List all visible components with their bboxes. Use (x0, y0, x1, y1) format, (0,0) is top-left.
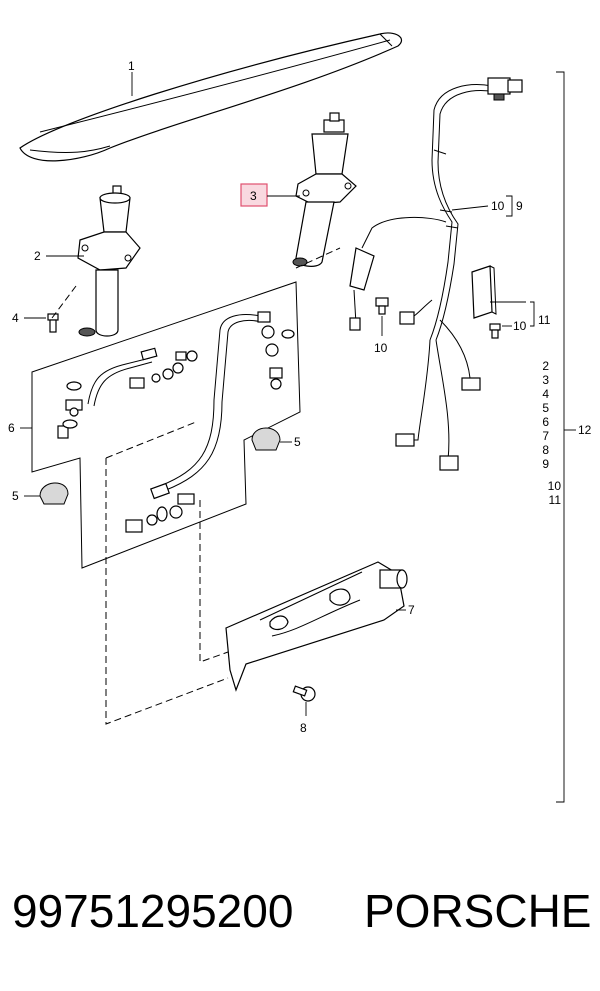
control-unit (471, 265, 497, 319)
kit-item: 6 (542, 415, 549, 429)
callout-12: 12 (578, 423, 592, 437)
dashed-link (199, 500, 229, 663)
kit-item: 3 (542, 373, 549, 387)
right-lift-cylinder (292, 112, 357, 267)
brand-name: PORSCHE (364, 885, 592, 937)
kit-list: 2 3 4 5 6 7 8 9 10 11 (542, 359, 561, 507)
callout-10b: 10 (374, 341, 388, 355)
sensor-lead (349, 216, 447, 331)
dashed-link (105, 421, 197, 459)
kit-item: 2 (542, 359, 549, 373)
spoiler-wing (19, 32, 403, 162)
dashed-link (105, 458, 229, 725)
kit-item: 8 (542, 443, 549, 457)
left-lift-cylinder (77, 185, 141, 337)
cap (251, 427, 281, 451)
hydraulic-line-upper (57, 347, 198, 439)
kit-item: 9 (542, 457, 549, 471)
callout-10c: 10 (513, 319, 527, 333)
hydraulic-line-long (125, 311, 295, 533)
screw (292, 685, 316, 702)
part-number: 99751295200 (12, 885, 294, 937)
wiring-harness (395, 77, 523, 471)
screw (489, 323, 501, 339)
kit-item: 4 (542, 387, 549, 401)
kit-item: 7 (542, 429, 549, 443)
kit-item: 5 (542, 401, 549, 415)
screw (375, 297, 389, 315)
callout-8: 8 (300, 721, 307, 735)
bracket-6-outline (31, 281, 301, 569)
callout-5a: 5 (12, 489, 19, 503)
kit-bracket (556, 71, 565, 803)
dashed-link (51, 285, 77, 319)
cap (39, 482, 69, 505)
callout-6: 6 (8, 421, 15, 435)
callout-9: 9 (516, 199, 523, 213)
dashed-link (295, 247, 341, 269)
highlight-box (240, 183, 268, 207)
callout-1: 1 (128, 59, 135, 73)
callout-2: 2 (34, 249, 41, 263)
callout-10a: 10 (491, 199, 505, 213)
callout-11: 11 (538, 313, 551, 327)
callout-7: 7 (408, 603, 415, 617)
hydraulic-pump-unit (225, 561, 408, 692)
kit-item: 10 (548, 479, 562, 493)
callout-5b: 5 (294, 435, 301, 449)
kit-item: 11 (549, 493, 562, 507)
callout-3: 3 (250, 189, 257, 203)
parts-diagram: 1 2 4 3 6 (8, 32, 592, 803)
callout-4: 4 (12, 311, 19, 325)
